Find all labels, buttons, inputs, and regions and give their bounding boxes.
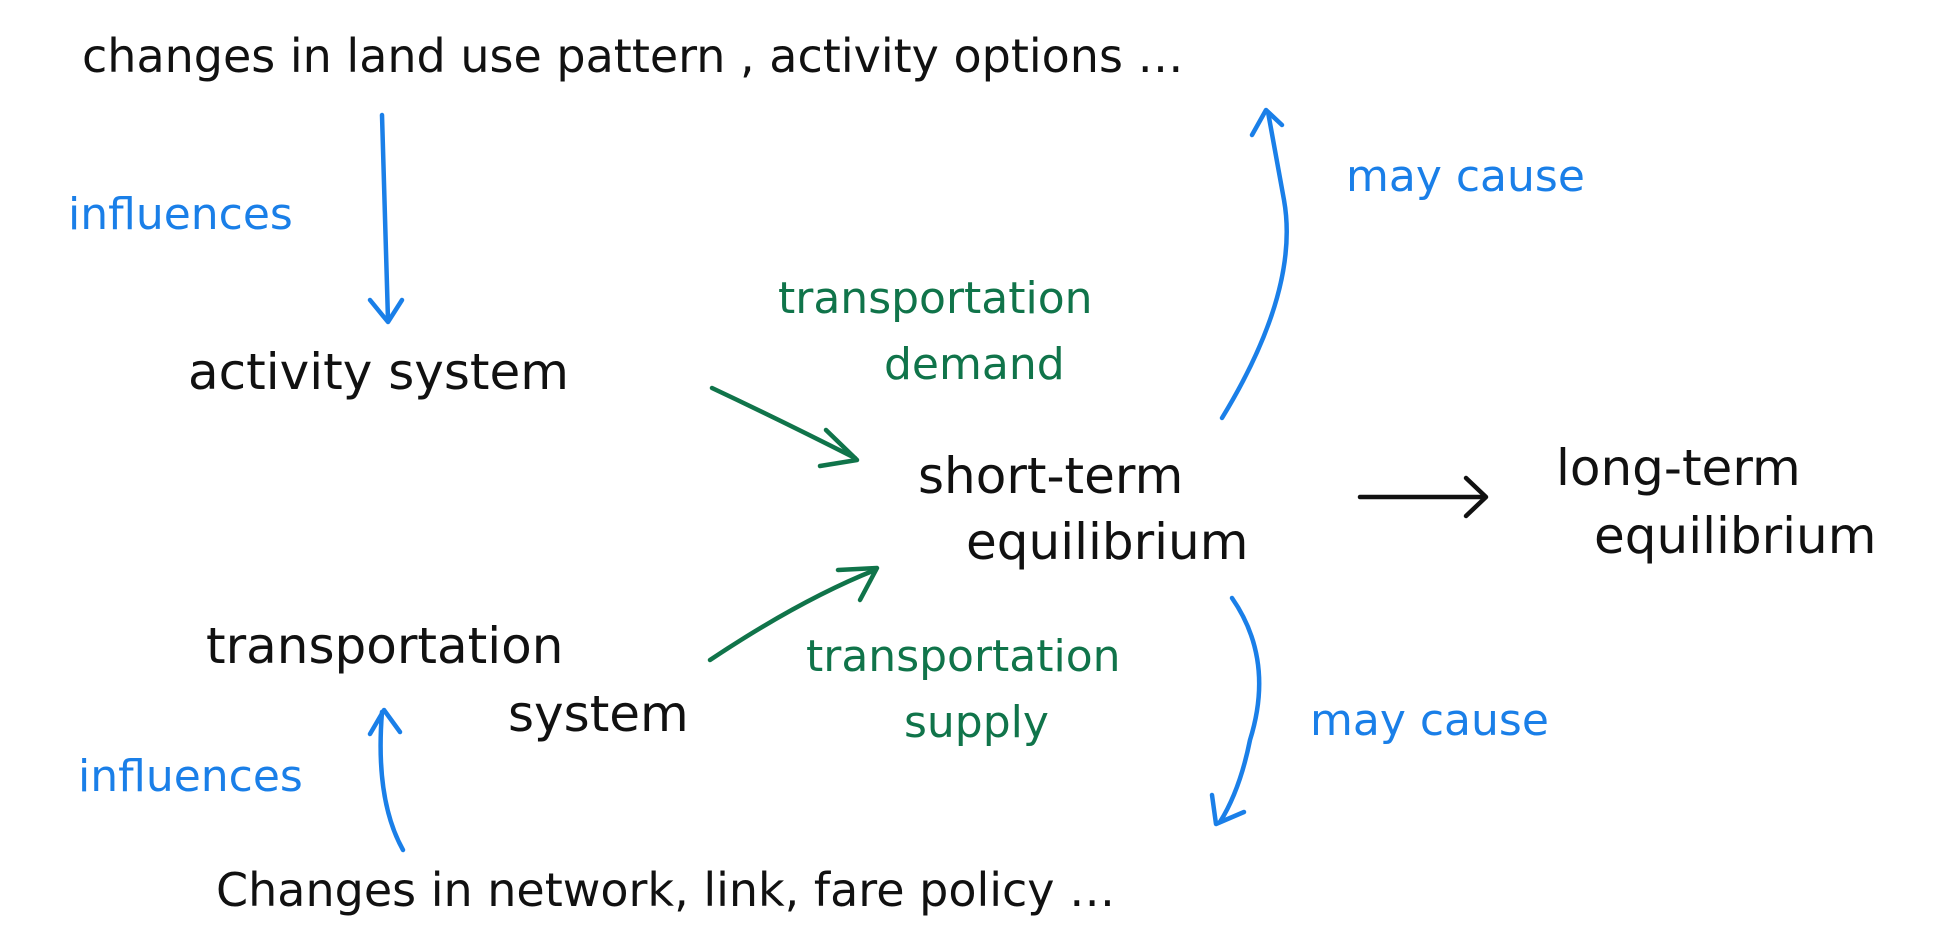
label-supply-line1: transportation (806, 631, 1121, 682)
arrow-demand (709, 385, 858, 461)
label-demand-line1: transportation (778, 273, 1093, 324)
node-transportation-system-line2: system (508, 685, 689, 743)
arrow-influences-up (378, 709, 406, 853)
arrowhead-demand (817, 427, 860, 469)
arrowhead-influences-down (367, 297, 405, 325)
node-long-term-line2: equilibrium (1594, 507, 1877, 565)
arrowhead-may-cause-down (1209, 792, 1247, 827)
arrow-influences-down (379, 112, 391, 323)
node-network-changes: Changes in network, link, fare policy … (216, 863, 1116, 917)
node-transportation-system-line1: transportation (206, 617, 564, 675)
node-activity-system: activity system (188, 343, 569, 401)
label-influences-bottom: influences (78, 751, 303, 802)
arrowhead-long-term (1463, 475, 1489, 519)
node-long-term-line1: long-term (1556, 439, 1801, 497)
node-short-term-line1: short-term (918, 447, 1184, 505)
label-supply-line2: supply (904, 697, 1049, 748)
arrow-supply (707, 567, 878, 663)
arrow-may-cause-down (1217, 595, 1262, 825)
node-land-use-changes: changes in land use pattern , activity o… (82, 29, 1184, 83)
arrow-may-cause-up (1219, 109, 1289, 421)
arrowhead-supply (835, 565, 880, 603)
arrowhead-may-cause-up (1249, 107, 1285, 138)
node-short-term-line2: equilibrium (966, 513, 1249, 571)
label-may-cause-bottom: may cause (1310, 695, 1549, 746)
label-demand-line2: demand (884, 339, 1065, 390)
label-may-cause-top: may cause (1346, 151, 1585, 202)
label-influences-top: influences (68, 189, 293, 240)
arrowhead-influences-up (367, 707, 403, 737)
